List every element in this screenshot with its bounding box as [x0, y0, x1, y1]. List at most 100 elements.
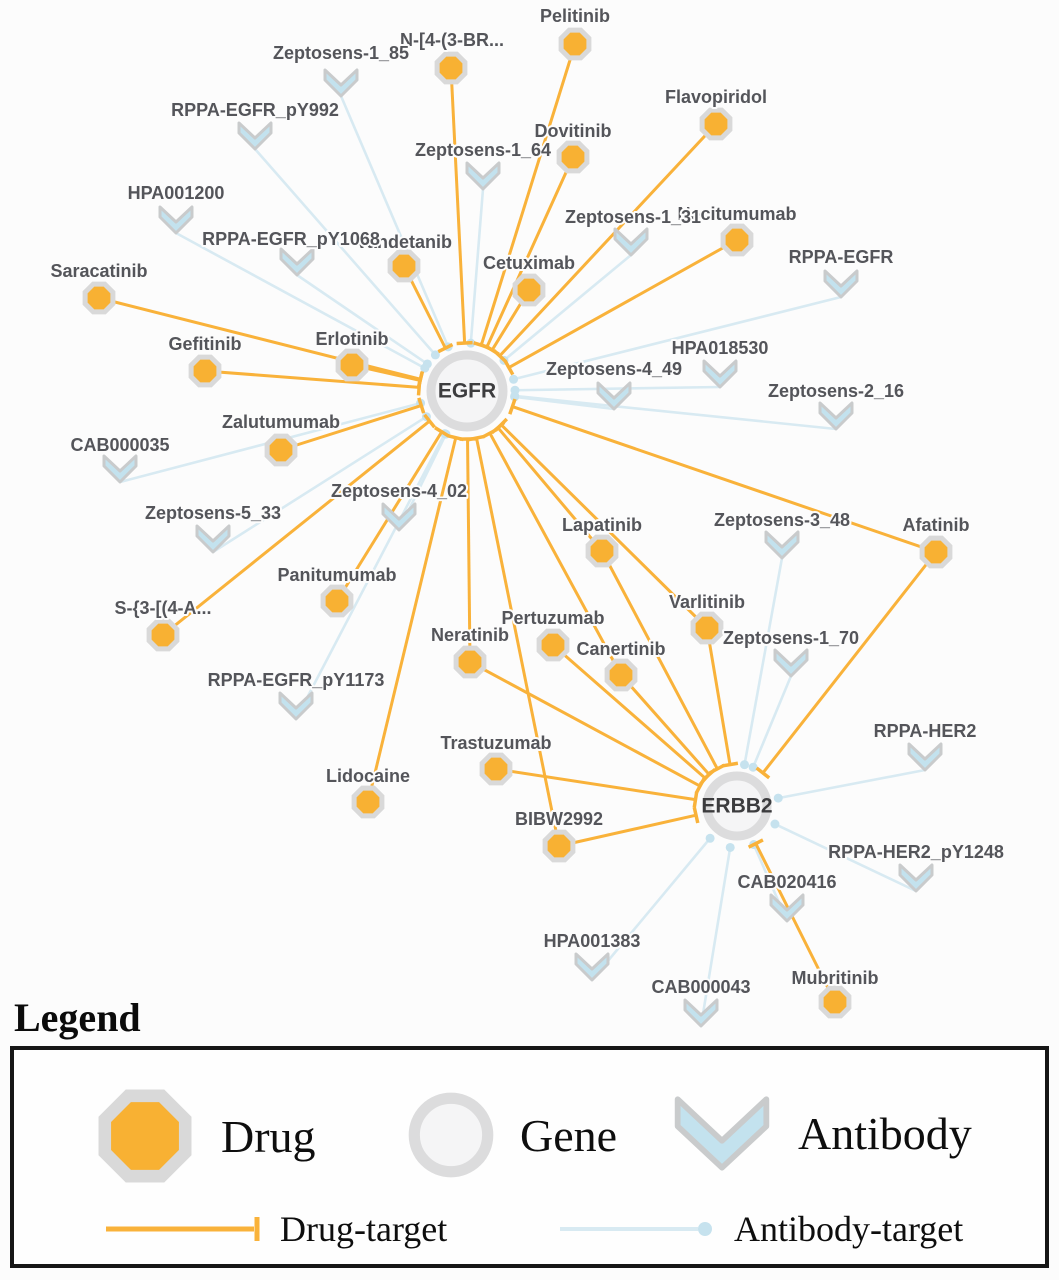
nodes — [82, 27, 953, 1028]
drug-icon — [98, 1089, 192, 1183]
gene-circle — [408, 1092, 494, 1178]
drug-node[interactable] — [335, 348, 369, 382]
antibody-icon — [674, 1096, 770, 1171]
inhibit-tick — [702, 767, 717, 782]
drug-node[interactable] — [387, 249, 421, 283]
node-label: Cetuximab — [483, 253, 575, 273]
drug-node[interactable] — [556, 140, 590, 174]
drug-node[interactable] — [585, 534, 619, 568]
antibody-node[interactable] — [465, 161, 501, 191]
node-label: RPPA-EGFR_pY1068 — [202, 229, 380, 249]
antibody-node[interactable] — [613, 227, 649, 257]
antibody-node[interactable] — [323, 68, 359, 98]
drug-target-edge — [754, 842, 837, 1003]
node-label: Pelitinib — [540, 6, 610, 26]
drug-node[interactable] — [542, 829, 576, 863]
node-label: Zeptosens-4_49 — [546, 359, 682, 379]
antibody-node[interactable] — [769, 893, 805, 923]
node-label: Zeptosens-1_85 — [273, 43, 409, 63]
antibody-node[interactable] — [195, 524, 231, 554]
drug-target-edge — [162, 419, 431, 637]
node-label: S-{3-[(4-A... — [114, 598, 211, 618]
node-label: Zalutumumab — [222, 412, 340, 432]
drug-node[interactable] — [479, 752, 513, 786]
antibody-node[interactable] — [279, 247, 315, 277]
node-label: Trastuzumab — [440, 733, 551, 753]
antibody-node[interactable] — [764, 530, 800, 560]
inhibit-tick — [503, 359, 515, 376]
inhibit-tick — [417, 397, 426, 414]
drug-target-edge — [498, 122, 718, 357]
inhibit-tick — [692, 807, 700, 824]
drug-node[interactable] — [720, 223, 754, 257]
inhibit-tick — [508, 398, 517, 415]
antibody-node[interactable] — [381, 502, 417, 532]
drug-node[interactable] — [453, 645, 487, 679]
edge-dot — [705, 833, 715, 843]
antibody-target-edge — [254, 148, 437, 356]
antibody-node[interactable] — [773, 648, 809, 678]
antibody-node[interactable] — [237, 121, 273, 151]
antibody-target-edge — [514, 385, 721, 392]
legend-label-gene: Gene — [520, 1109, 618, 1161]
node-label: Lidocaine — [326, 766, 410, 786]
inhibit-tick — [747, 838, 764, 849]
antibody-node[interactable] — [818, 401, 854, 431]
drug-target-edge — [488, 432, 623, 676]
antibody-node[interactable] — [823, 269, 859, 299]
drug-node[interactable] — [818, 985, 852, 1019]
node-label: Canertinib — [576, 639, 665, 659]
antibody-node[interactable] — [158, 205, 194, 235]
drug-node[interactable] — [82, 281, 116, 315]
inhibit-tick — [416, 372, 424, 389]
inhibit-tick — [692, 791, 699, 808]
node-label: Zeptosens-1_64 — [415, 140, 551, 160]
gene-node[interactable] — [702, 771, 772, 841]
antibody-node[interactable] — [102, 454, 138, 484]
drug-node[interactable] — [690, 611, 724, 645]
antibody-target-edge — [513, 295, 842, 381]
legend-label-drug: Drug — [221, 1110, 316, 1162]
inhibit-tick — [694, 778, 706, 794]
drug-node[interactable] — [351, 785, 385, 819]
node-label: BIBW2992 — [515, 809, 603, 829]
drug-node[interactable] — [320, 584, 354, 618]
antibody-node[interactable] — [683, 998, 719, 1028]
drug-target-edge — [508, 238, 738, 369]
antibody-node[interactable] — [702, 359, 738, 389]
node-label: RPPA-EGFR_pY992 — [171, 100, 339, 120]
legend-item-antibody: Antibody — [664, 1080, 972, 1186]
gene-node[interactable] — [426, 350, 508, 432]
edge-dot — [430, 350, 440, 360]
drug-node[interactable] — [604, 658, 638, 692]
drug-node[interactable] — [264, 433, 298, 467]
legend-item-gene: Gene — [400, 1084, 617, 1186]
drug-target-edge — [204, 369, 420, 389]
inhibit-tick — [456, 340, 473, 346]
drug-node[interactable] — [536, 628, 570, 662]
antibody-node[interactable] — [278, 691, 314, 721]
inhibit-tick — [482, 427, 498, 439]
antibody-target-edge — [591, 837, 712, 981]
drug-node[interactable] — [558, 27, 592, 61]
antibody-node[interactable] — [574, 952, 610, 982]
antibody-node[interactable] — [907, 742, 943, 772]
drug-node[interactable] — [512, 273, 546, 307]
inhibit-tick — [484, 344, 500, 356]
antibody-node[interactable] — [898, 863, 934, 893]
drug-node[interactable] — [188, 354, 222, 388]
drug-node[interactable] — [146, 618, 180, 652]
drug-target-edge — [500, 423, 709, 630]
drug-node[interactable] — [434, 51, 468, 85]
legend-label-antibody: Antibody — [798, 1107, 972, 1159]
drug-node[interactable] — [699, 107, 733, 141]
antibody-target-edge — [339, 95, 450, 348]
antibody-node[interactable] — [596, 381, 632, 411]
drug-edges — [98, 43, 938, 1003]
drug-node[interactable] — [919, 535, 953, 569]
antibody-target-edge — [743, 557, 784, 765]
edge-dot — [422, 359, 432, 369]
inhibit-tick — [721, 761, 739, 768]
edge-dot — [509, 374, 519, 384]
